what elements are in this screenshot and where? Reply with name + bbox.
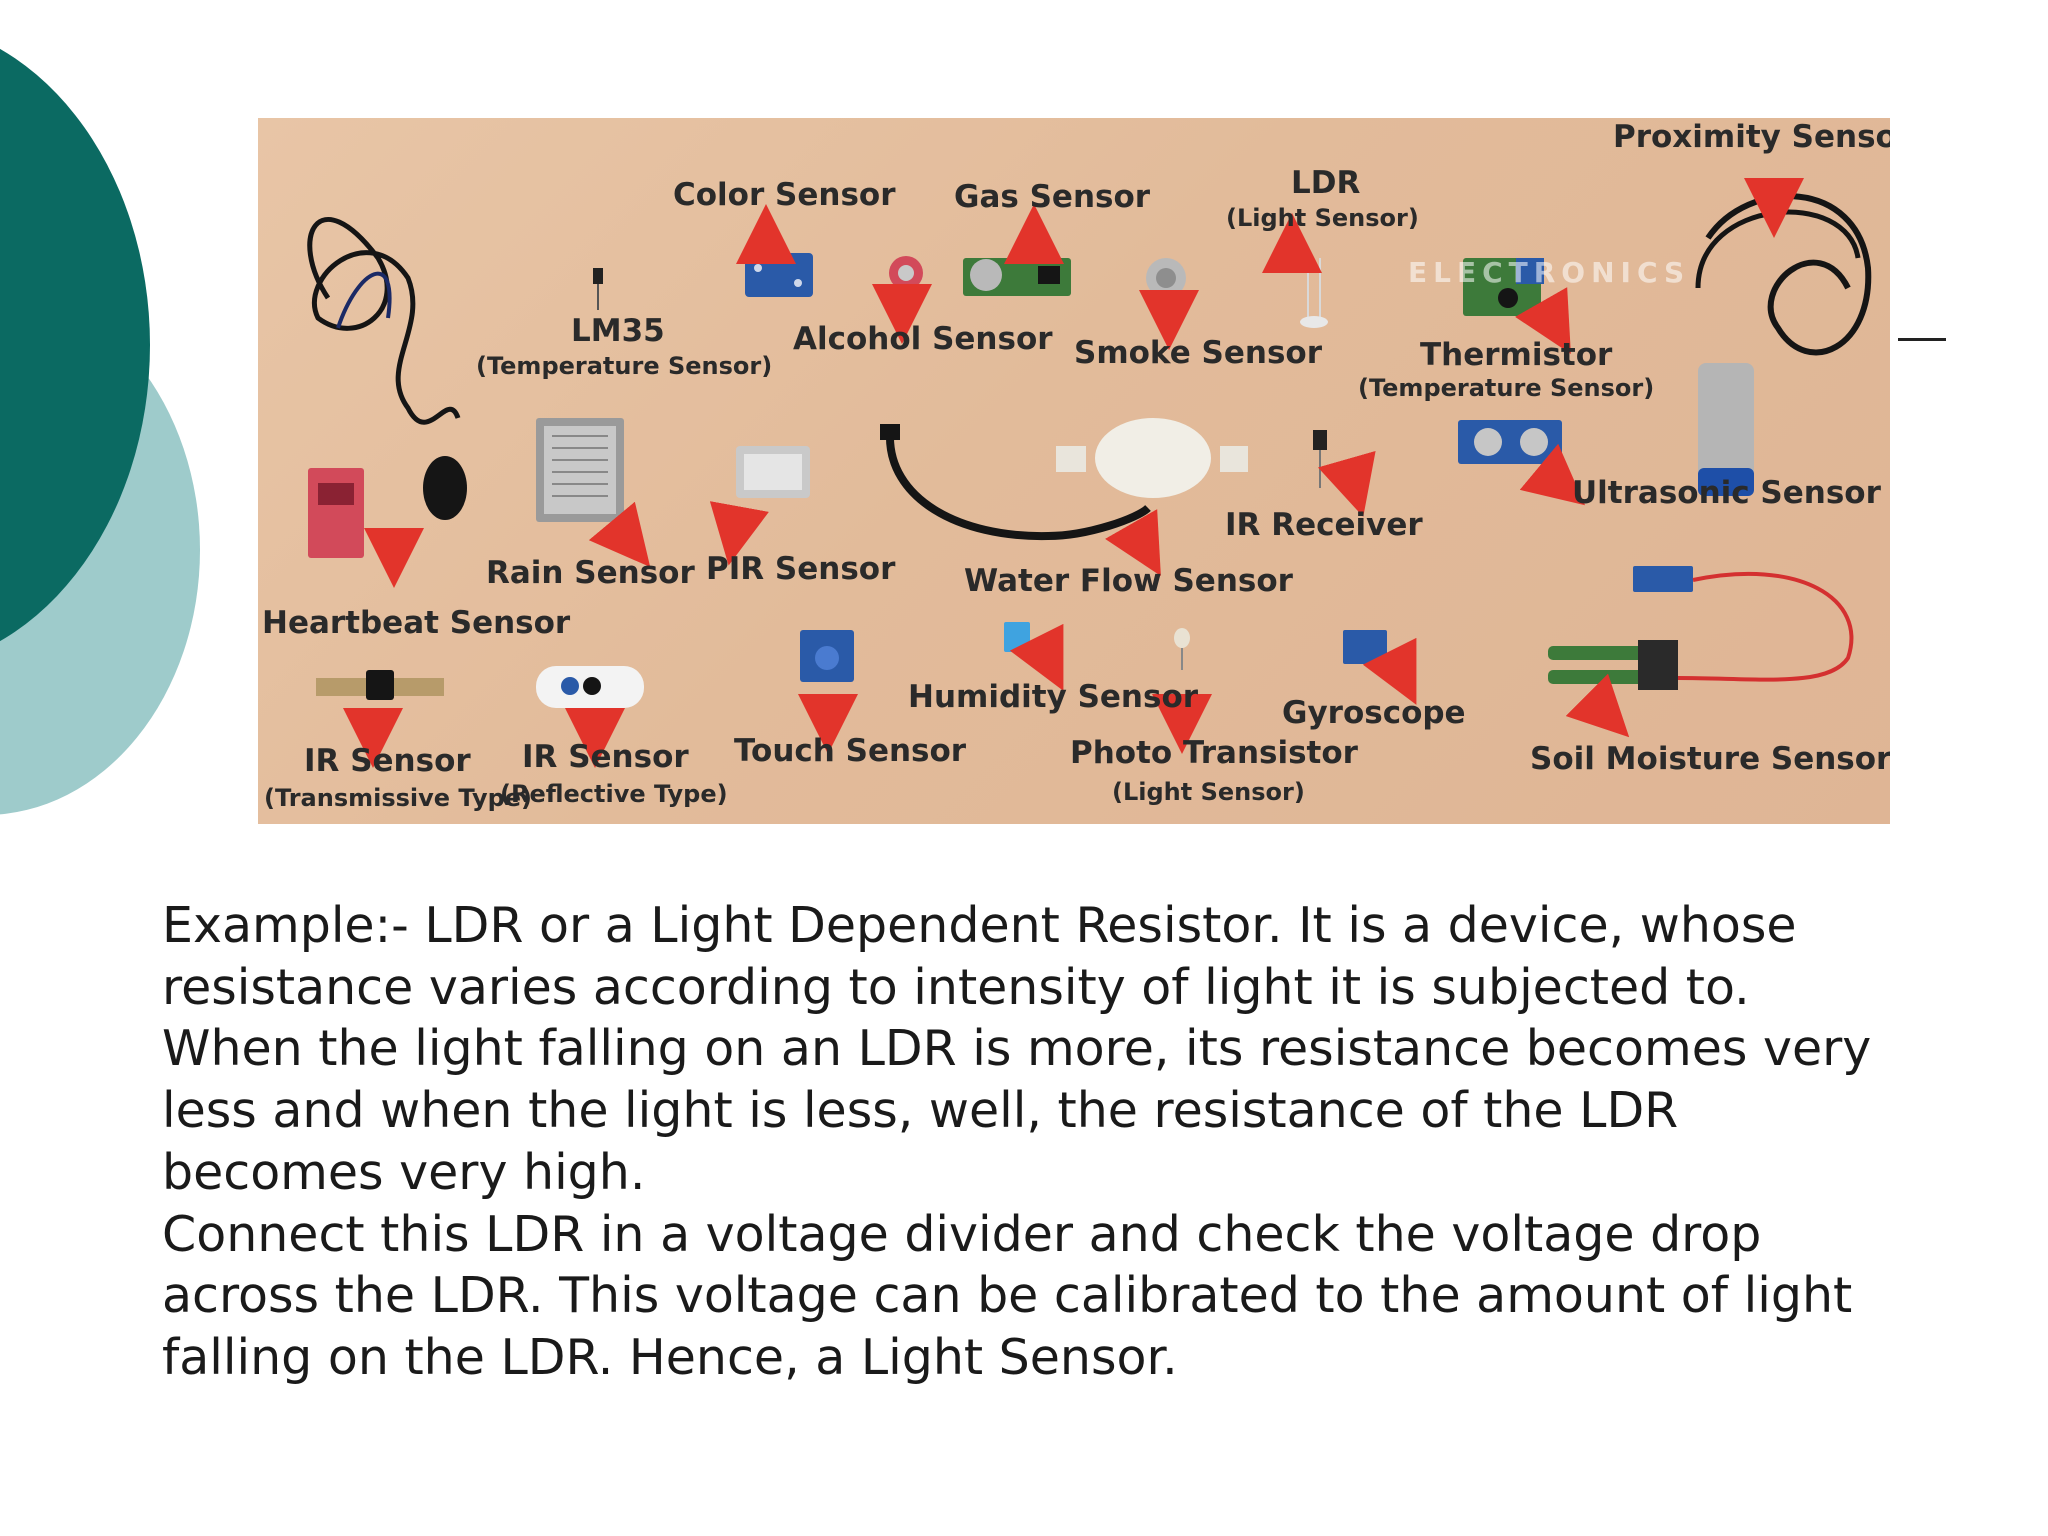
label-pir-sensor: PIR Sensor <box>706 551 896 587</box>
ultrasonic-sensor-icon <box>1458 420 1562 464</box>
water-flow-sensor-icon <box>880 418 1248 541</box>
ir-receiver-icon <box>1313 430 1327 488</box>
label-humidity-sensor: Humidity Sensor <box>908 679 1199 715</box>
label-ir-receiver: IR Receiver <box>1225 507 1423 543</box>
decorative-dash <box>1898 338 1946 341</box>
rain-sensor-icon <box>536 418 624 522</box>
smoke-sensor-icon <box>1146 258 1186 298</box>
body-line: resistance varies according to intensity… <box>162 958 1750 1016</box>
label-smoke-sensor: Smoke Sensor <box>1074 335 1322 371</box>
photo-transistor-icon <box>1174 628 1190 670</box>
label-photo-transistor-sub: (Light Sensor) <box>1112 778 1305 806</box>
ldr-icon <box>1300 258 1328 328</box>
proximity-sensor-icon <box>1695 193 1872 496</box>
label-ir-sensor-reflective-sub: (Reflective Type) <box>500 780 728 808</box>
label-ir-sensor-transmissive-sub: (Transmissive Type) <box>264 784 533 812</box>
body-line: Connect this LDR in a voltage divider an… <box>162 1205 1762 1263</box>
sensors-photo: ELECTRONICS Proximity Sensor Color Senso… <box>258 118 1890 824</box>
label-ir-sensor-transmissive: IR Sensor <box>304 743 471 779</box>
body-line: less and when the light is less, well, t… <box>162 1082 1679 1140</box>
label-ir-sensor-reflective: IR Sensor <box>522 739 689 775</box>
label-thermistor-sub: (Temperature Sensor) <box>1358 374 1655 402</box>
alcohol-sensor-icon <box>889 256 923 290</box>
label-touch-sensor: Touch Sensor <box>734 733 967 769</box>
watermark: ELECTRONICS <box>1408 256 1691 289</box>
label-ultrasonic-sensor: Ultrasonic Sensor <box>1572 475 1881 511</box>
gyroscope-icon <box>1343 630 1387 664</box>
body-line: across the LDR. This voltage can be cali… <box>162 1267 1853 1325</box>
pointer-arrows <box>343 178 1804 768</box>
label-ldr-sub: (Light Sensor) <box>1226 204 1419 232</box>
label-lm35: LM35 <box>571 313 665 349</box>
label-thermistor: Thermistor <box>1420 337 1613 373</box>
color-sensor-icon <box>745 253 813 297</box>
body-line: Example:- LDR or a Light Dependent Resis… <box>162 897 1797 954</box>
label-soil-moisture-sensor: Soil Moisture Sensor <box>1530 741 1890 777</box>
sensors-illustration <box>307 178 1872 768</box>
ir-transmissive-icon <box>316 670 444 700</box>
label-photo-transistor: Photo Transistor <box>1070 735 1358 771</box>
label-water-flow-sensor: Water Flow Sensor <box>964 563 1293 599</box>
heartbeat-sensor-icon <box>307 217 467 558</box>
body-paragraph: Example:- LDR or a Light Dependent Resis… <box>162 895 2022 1389</box>
soil-moisture-sensor-icon <box>1548 566 1854 690</box>
body-line: falling on the LDR. Hence, a Light Senso… <box>162 1328 1178 1386</box>
label-gas-sensor: Gas Sensor <box>954 179 1151 215</box>
label-color-sensor: Color Sensor <box>673 177 896 213</box>
label-heartbeat-sensor: Heartbeat Sensor <box>262 605 571 641</box>
label-alcohol-sensor: Alcohol Sensor <box>793 321 1053 357</box>
label-ldr: LDR <box>1291 165 1361 201</box>
lm35-icon <box>593 268 603 310</box>
label-rain-sensor: Rain Sensor <box>486 555 695 591</box>
touch-sensor-icon <box>800 630 854 682</box>
ir-reflective-icon <box>536 666 644 708</box>
label-proximity-sensor: Proximity Sensor <box>1613 119 1890 155</box>
label-gyroscope: Gyroscope <box>1282 695 1466 731</box>
humidity-sensor-icon <box>1004 622 1030 652</box>
pir-sensor-icon <box>736 446 810 498</box>
body-line: When the light falling on an LDR is more… <box>162 1020 1872 1078</box>
body-line: becomes very high. <box>162 1143 646 1201</box>
label-lm35-sub: (Temperature Sensor) <box>476 352 773 380</box>
gas-sensor-icon <box>963 258 1071 296</box>
